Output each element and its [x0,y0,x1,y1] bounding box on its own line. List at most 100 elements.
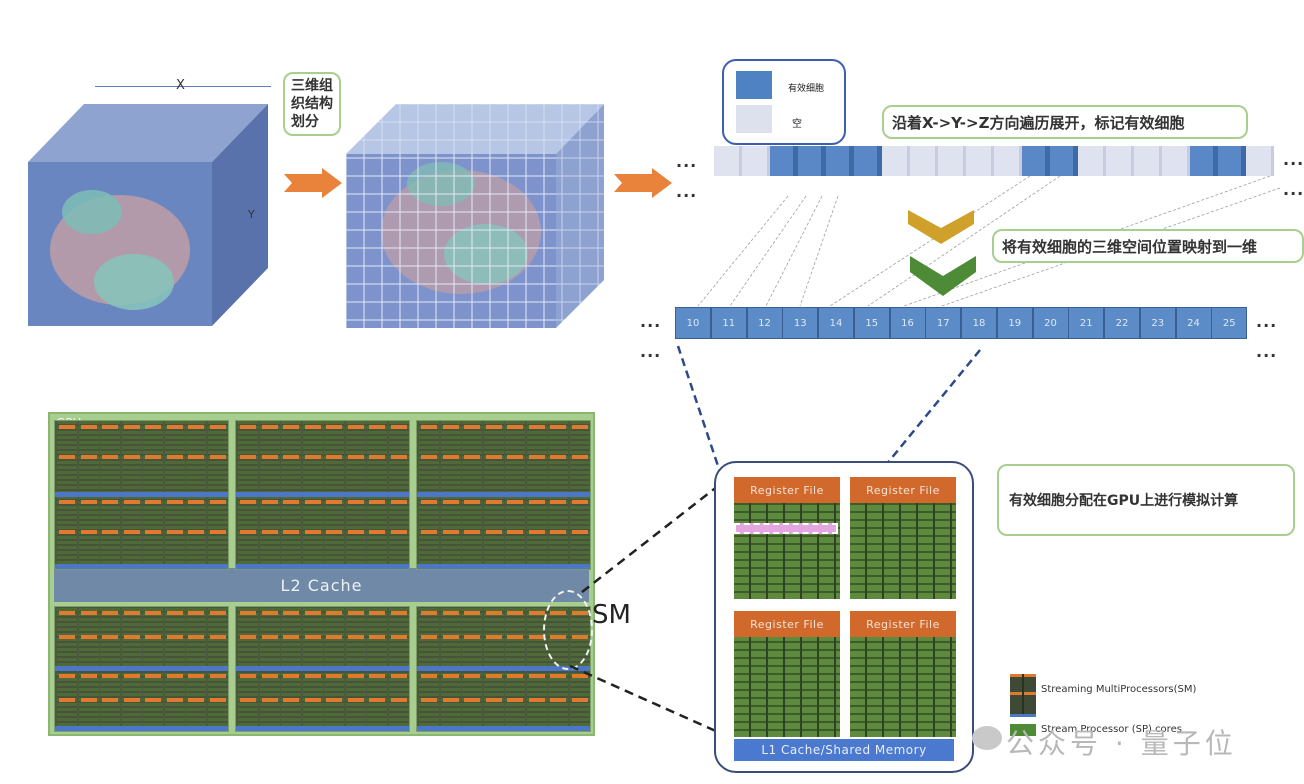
register-bar [528,674,545,678]
register-bar [550,500,566,504]
register-bar [102,454,118,459]
register-bar [304,529,321,534]
register-bar [347,425,364,429]
bus-bar [236,564,409,569]
register-bar [102,611,118,615]
sm-cluster [54,420,229,570]
register-bar [123,425,140,429]
register-bar [209,611,226,615]
register-bar [188,529,204,534]
ellipsis: ... [1283,180,1304,199]
register-bar [347,698,364,703]
traversal-strip [714,146,1274,176]
register-file-header: Register File [850,611,956,637]
bus-bar [55,564,228,569]
empty-cell [1162,146,1190,176]
register-bar [59,529,75,534]
gpu-chip: GPU L2 Cache [48,412,595,736]
register-bar [464,500,480,504]
valid-cell [854,146,882,176]
sp-core-grid [734,637,840,737]
register-bar [166,425,183,429]
register-bar [145,698,161,703]
bus-bar [417,726,590,731]
register-bar [261,425,278,429]
register-bar [283,454,299,459]
register-bar [59,674,75,678]
register-bar [326,611,342,615]
register-bar [209,635,226,640]
register-bar [304,698,321,703]
bus-bar [417,666,590,671]
axis-x-dimension [95,86,271,97]
register-bar [390,425,407,429]
register-bar [304,635,321,640]
ellipsis: ... [676,152,698,171]
valid-cell [1218,146,1246,176]
register-bar [240,611,256,615]
register-bar [390,698,407,703]
ellipsis: ... [1256,342,1278,361]
register-bar [80,500,97,504]
valid-cell [1190,146,1218,176]
empty-cell [966,146,994,176]
valid-cell-label: 有效细胞 [788,84,825,94]
valid-cell-swatch [736,71,772,99]
arrow-right-icon [614,168,672,198]
register-bar [571,529,588,534]
register-bar [390,454,407,459]
register-bar [464,698,480,703]
register-bar [347,500,364,504]
l1-cache-label: L1 Cache/Shared Memory [761,743,927,757]
register-bar [390,529,407,534]
register-bar [145,454,161,459]
register-bar [123,454,140,459]
register-bar [347,611,364,615]
register-bar [188,500,204,504]
empty-cell [1134,146,1162,176]
index-cell: 20 [1032,307,1069,339]
ellipsis: ... [1256,312,1278,331]
register-bar [369,500,385,504]
sm-cluster [54,606,229,732]
register-file-panel: Register File [850,611,956,737]
empty-cell [1106,146,1134,176]
partition-callout: 三维组织结构划分 [283,72,341,136]
register-bar [59,611,75,615]
empty-cell [938,146,966,176]
register-bar [80,611,97,615]
register-bar [442,454,459,459]
register-bar [326,425,342,429]
empty-cell-label: 空 [792,119,802,130]
register-bar [209,698,226,703]
index-cell: 11 [710,307,747,339]
register-bar [528,425,545,429]
sp-legend-swatch [1010,724,1036,736]
empty-cell-swatch [736,105,772,133]
index-cell: 19 [996,307,1033,339]
voxel-grid-shape [346,104,604,328]
traversal-callout: 沿着X->Y->Z方向遍历展开，标记有效细胞 [882,105,1248,139]
register-bar [261,698,278,703]
register-bar [80,674,97,678]
empty-cell [714,146,742,176]
register-bar [442,698,459,703]
register-bar [166,529,183,534]
partition-callout-text: 三维组织结构划分 [291,78,333,130]
register-bar [261,500,278,504]
register-bar [528,698,545,703]
register-bar [421,674,437,678]
register-bar [464,425,480,429]
sm-cluster [235,420,410,570]
register-bar [123,611,140,615]
register-bar [283,674,299,678]
register-bar [188,698,204,703]
sm-label: SM [592,600,631,630]
valid-cell [1050,146,1078,176]
register-bar [123,698,140,703]
register-bar [102,529,118,534]
register-file-header: Register File [734,611,840,637]
register-bar [145,635,161,640]
register-bar [102,635,118,640]
register-bar [571,674,588,678]
